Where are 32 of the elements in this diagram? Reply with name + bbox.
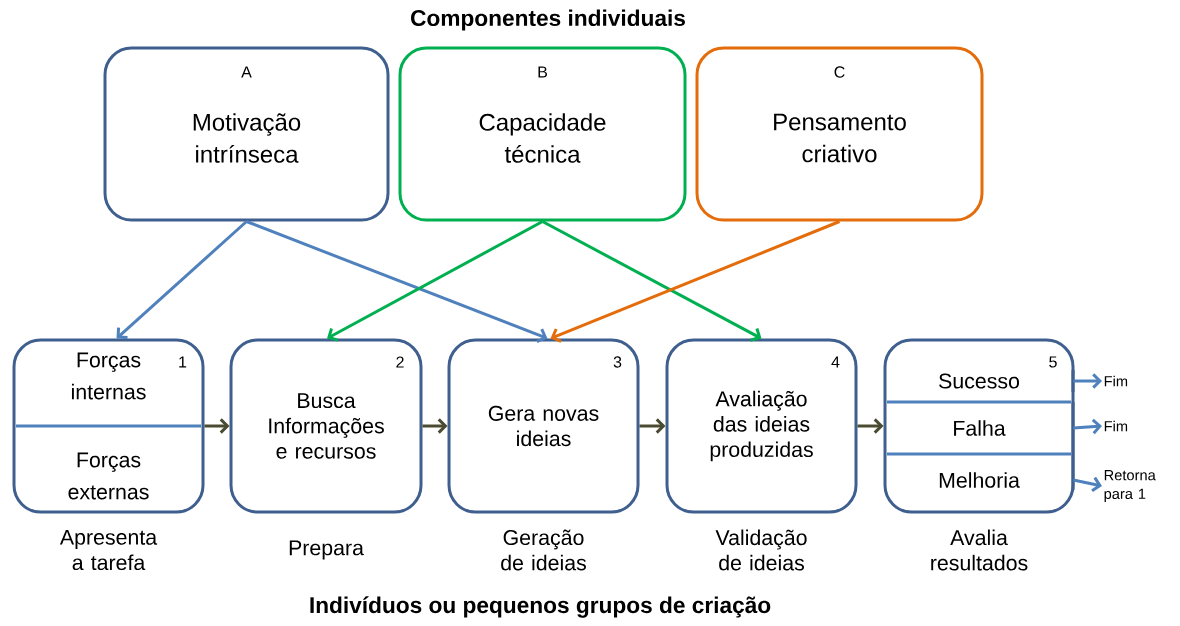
arrow bbox=[116, 220, 248, 340]
step-caption: Validação de ideias bbox=[715, 529, 807, 571]
result-band: Sucesso bbox=[939, 370, 1075, 392]
step-caption: Geração de ideias bbox=[501, 529, 586, 571]
component-box: A Motivação intrínseca bbox=[103, 46, 390, 222]
component-box: B Capacidade técnica bbox=[398, 46, 687, 222]
process-box: Forças internas 1 Forças externas bbox=[12, 338, 205, 514]
arrow bbox=[1073, 373, 1102, 389]
arrow bbox=[639, 418, 666, 434]
title: Componentes individuais bbox=[411, 9, 685, 31]
end-label: Fim bbox=[1104, 375, 1128, 387]
arrow bbox=[245, 220, 548, 343]
process-box: 2 Busca Informações e recursos bbox=[229, 338, 423, 514]
arrow bbox=[857, 418, 884, 434]
component-box: C Pensamento criativo bbox=[695, 46, 984, 222]
end-label: Fim bbox=[1104, 420, 1128, 432]
arrow bbox=[1072, 476, 1102, 492]
process-box: 3 Gera novas ideias bbox=[447, 338, 640, 514]
arrow bbox=[327, 220, 544, 342]
step-caption: Prepara bbox=[289, 540, 364, 560]
arrow bbox=[204, 418, 230, 434]
result-band: Melhoria bbox=[939, 454, 1075, 490]
result-band: Falha bbox=[954, 402, 1075, 454]
step-caption: Avalia resultados bbox=[931, 529, 1028, 571]
step-caption: Apresenta a tarefa bbox=[59, 529, 158, 571]
arrow bbox=[1073, 418, 1102, 435]
arrow bbox=[541, 220, 762, 342]
arrow bbox=[422, 418, 448, 434]
end-label: Retorna para 1 bbox=[1104, 470, 1156, 502]
arrow bbox=[550, 220, 841, 343]
caption: Indivíduos ou pequenos grupos de criação bbox=[310, 596, 771, 618]
process-box: 4 Avaliação das ideias produzidas bbox=[665, 338, 858, 514]
